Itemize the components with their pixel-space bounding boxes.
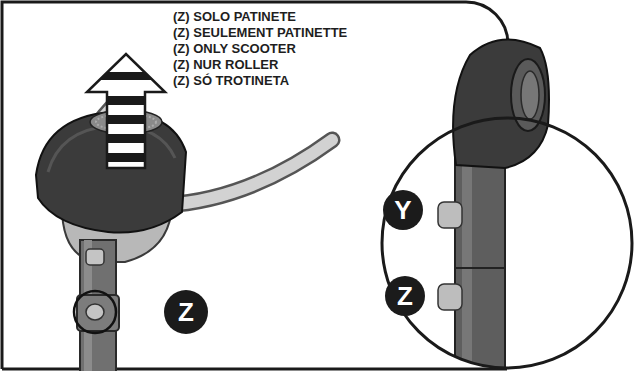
callout-circle: Y [383,190,423,230]
instruction-text: (Z) SOLO PATINETE(Z) SEULEMENT PATINETTE… [173,9,347,89]
language-label: (Z) SOLO PATINETE [173,9,347,25]
callout-circle: Z [385,276,425,316]
language-label: (Z) ONLY SCOOTER [173,41,347,57]
callout-letter: Y [394,197,411,223]
callout-letter: Z [397,283,413,309]
language-label: (Z) SEULEMENT PATINETTE [173,25,347,41]
callout-letter: Z [178,299,194,325]
callout-circle: Z [164,290,208,334]
language-label: (Z) SÓ TROTINETA [173,73,347,89]
language-label: (Z) NUR ROLLER [173,57,347,73]
